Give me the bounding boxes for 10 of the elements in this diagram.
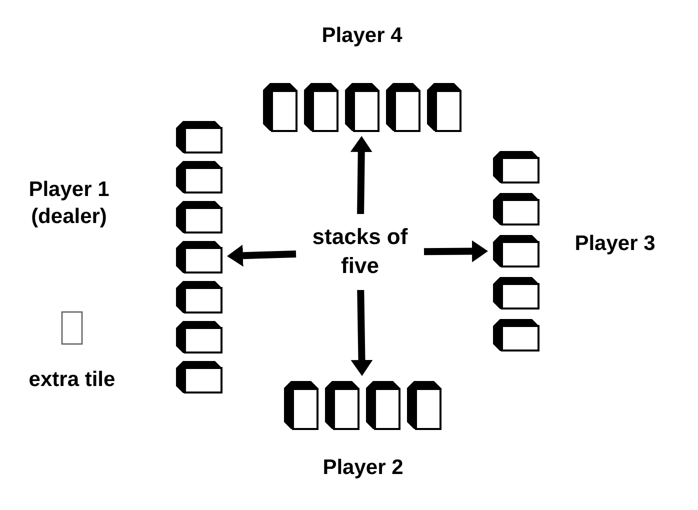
player-label: Player 4	[320, 23, 404, 49]
player-label: Player 2	[322, 455, 404, 481]
arrow	[227, 244, 296, 267]
player-label: Player 3	[574, 231, 656, 257]
arrow	[424, 240, 488, 262]
arrow	[350, 290, 373, 376]
tile-caption: extra tile	[28, 367, 116, 393]
arrow	[350, 136, 372, 214]
center-label: stacks of five	[311, 223, 409, 280]
player-label: Player 1 (dealer)	[28, 177, 110, 230]
